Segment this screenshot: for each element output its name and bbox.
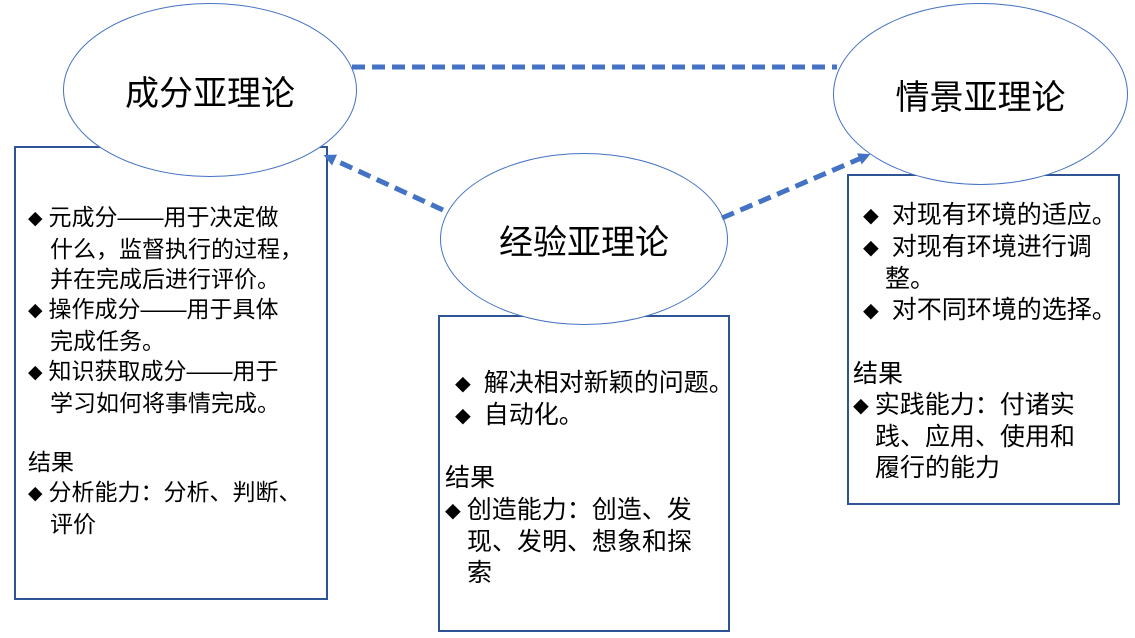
line-text: 结果 xyxy=(853,359,904,388)
text-line: 索 xyxy=(467,558,724,589)
diamond-bullet-icon: ◆ xyxy=(455,372,471,395)
text-line: 学习如何将事情完成。 xyxy=(50,388,322,418)
line-text: 操作成分——用于具体 xyxy=(48,296,279,322)
diamond-bullet-icon: ◆ xyxy=(455,404,471,427)
text-line: 整。 xyxy=(885,264,1114,295)
line-text: 并在完成后进行评价。 xyxy=(50,266,280,292)
text-line: ◆操作成分——用于具体 xyxy=(28,294,322,326)
box-experiential-details: ◆解决相对新颖的问题。◆自动化。结果◆创造能力：创造、发现、发明、想象和探索 xyxy=(438,315,734,632)
ellipse-label: 情景亚理论 xyxy=(895,78,1066,117)
connector-experiential-component xyxy=(323,154,445,213)
line-text: 践、应用、使用和 xyxy=(875,422,1076,451)
line-text: 结果 xyxy=(28,448,74,475)
line-text: 解决相对新颖的问题。 xyxy=(483,369,734,397)
line-text: 对不同环境的选择。 xyxy=(891,296,1117,325)
ellipse-experiential-subtheory: 经验亚理论 xyxy=(440,153,728,325)
line-text: 分析能力：分析、判断、 xyxy=(48,478,302,505)
line-text: 对现有环境进行调 xyxy=(891,233,1092,261)
diamond-bullet-icon: ◆ xyxy=(863,236,879,259)
blank-line xyxy=(445,432,724,463)
diamond-bullet-icon: ◆ xyxy=(863,299,879,323)
line-text: 索 xyxy=(467,558,493,587)
ellipse-component-subtheory: 成分亚理论 xyxy=(63,3,357,177)
text-line: 什么，监督执行的过程， xyxy=(50,234,322,264)
ellipse-label: 成分亚理论 xyxy=(125,74,295,113)
text-line: 结果 xyxy=(853,359,1114,390)
text-line: 结果 xyxy=(28,447,322,477)
text-line: ◆ 自动化。 xyxy=(455,400,724,432)
line-text: 实践能力：付诸实 xyxy=(874,390,1075,419)
text-line: ◆实践能力：付诸实 xyxy=(853,390,1114,422)
box-contextual-details: ◆对现有环境的适应。◆对现有环境进行调整。◆对不同环境的选择。结果◆实践能力：付… xyxy=(847,174,1120,505)
line-text: 创造能力：创造、发 xyxy=(466,495,692,524)
text-line: 现、发明、想象和探 xyxy=(467,527,724,558)
text-line: ◆ 对现有环境进行调 xyxy=(863,232,1114,264)
text-line: ◆ 对现有环境的适应。 xyxy=(863,200,1117,232)
line-text: 自动化。 xyxy=(483,401,584,429)
text-line: ◆创造能力：创造、发 xyxy=(445,495,724,527)
blank-line xyxy=(853,327,1114,358)
text-line: ◆ 解决相对新颖的问题。 xyxy=(455,368,734,400)
diamond-bullet-icon: ◆ xyxy=(28,481,43,503)
text-line: ◆知识获取成分——用于 xyxy=(28,356,322,388)
diamond-bullet-icon: ◆ xyxy=(863,204,879,227)
line-text: 完成任务。 xyxy=(50,328,165,354)
text-line: 践、应用、使用和 xyxy=(875,422,1114,453)
line-text: 现、发明、想象和探 xyxy=(467,527,693,556)
text-line: ◆ 对不同环境的选择。 xyxy=(863,295,1117,327)
diamond-bullet-icon: ◆ xyxy=(28,207,43,228)
text-line: ◆元成分——用于决定做 xyxy=(28,202,322,234)
text-line: 评价 xyxy=(50,509,322,539)
text-line: 并在完成后进行评价。 xyxy=(50,264,322,294)
line-text: 元成分——用于决定做 xyxy=(48,204,279,230)
line-text: 履行的能力 xyxy=(875,454,1001,482)
ellipse-contextual-subtheory: 情景亚理论 xyxy=(833,3,1128,185)
diamond-bullet-icon: ◆ xyxy=(28,361,43,382)
blank-line xyxy=(28,418,322,447)
connector-experiential-contextual xyxy=(721,153,871,221)
line-text: 整。 xyxy=(885,265,936,293)
line-text: 知识获取成分——用于 xyxy=(48,358,279,384)
line-text: 对现有环境的适应。 xyxy=(891,201,1117,229)
diamond-bullet-icon: ◆ xyxy=(853,393,869,417)
text-line: 完成任务。 xyxy=(50,326,322,356)
text-line: ◆分析能力：分析、判断、 xyxy=(28,477,322,509)
line-text: 学习如何将事情完成。 xyxy=(50,390,280,416)
text-line: 履行的能力 xyxy=(875,453,1114,484)
line-text: 评价 xyxy=(50,510,96,537)
diamond-bullet-icon: ◆ xyxy=(28,299,43,320)
box-component-details: ◆元成分——用于决定做什么，监督执行的过程，并在完成后进行评价。◆操作成分——用… xyxy=(14,146,328,600)
line-text: 什么，监督执行的过程， xyxy=(50,236,303,262)
line-text: 结果 xyxy=(445,464,496,493)
text-line: 结果 xyxy=(445,463,724,494)
ellipse-label: 经验亚理论 xyxy=(499,223,669,262)
diamond-bullet-icon: ◆ xyxy=(445,498,461,522)
